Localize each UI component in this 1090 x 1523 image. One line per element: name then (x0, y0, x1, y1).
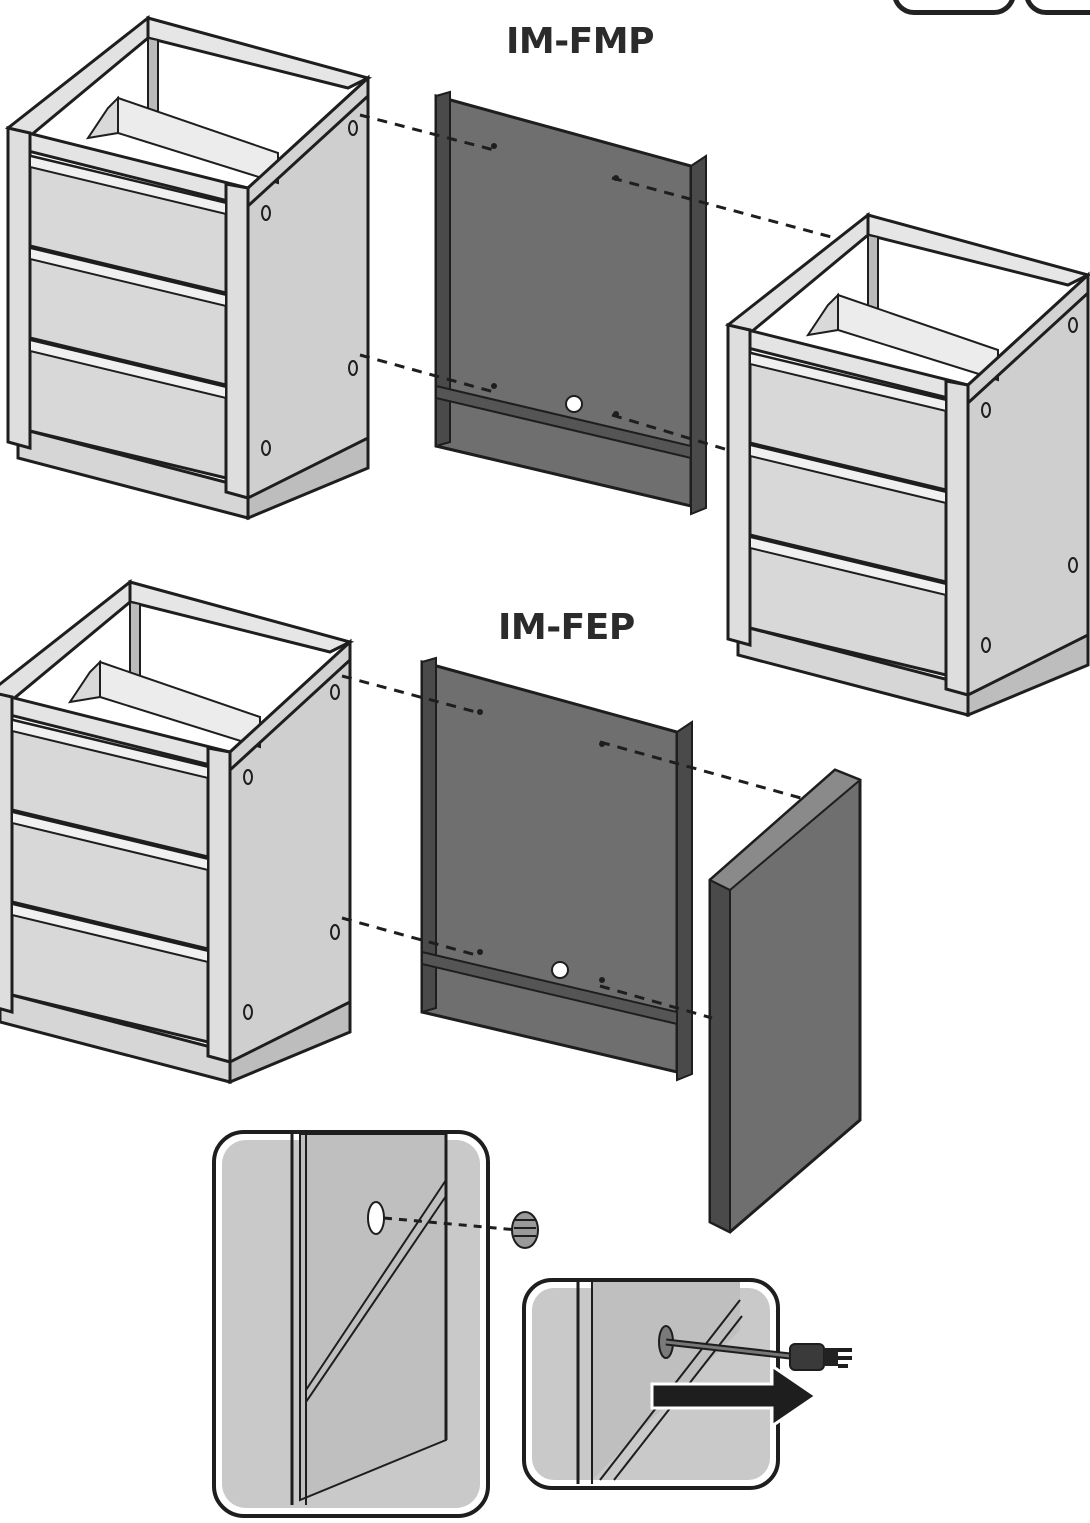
label-im-fep: IM-FEP (498, 607, 635, 648)
end-panel (708, 768, 862, 1234)
panel-im-fmp (434, 90, 708, 516)
arrow-right-icon (650, 1363, 819, 1429)
cabinet-left-top (6, 16, 370, 520)
power-plug-icon (665, 1338, 852, 1371)
grommet-icon (511, 1211, 539, 1249)
alignment-lines-bottom (341, 674, 809, 1020)
cabinet-right-top (726, 213, 1090, 717)
panel-im-fep (420, 656, 694, 1082)
label-im-fmp: IM-FMP (506, 21, 654, 62)
detail-grommet (212, 1130, 519, 1518)
cabinet-left-bottom (0, 580, 352, 1084)
alignment-lines-top (359, 113, 836, 452)
